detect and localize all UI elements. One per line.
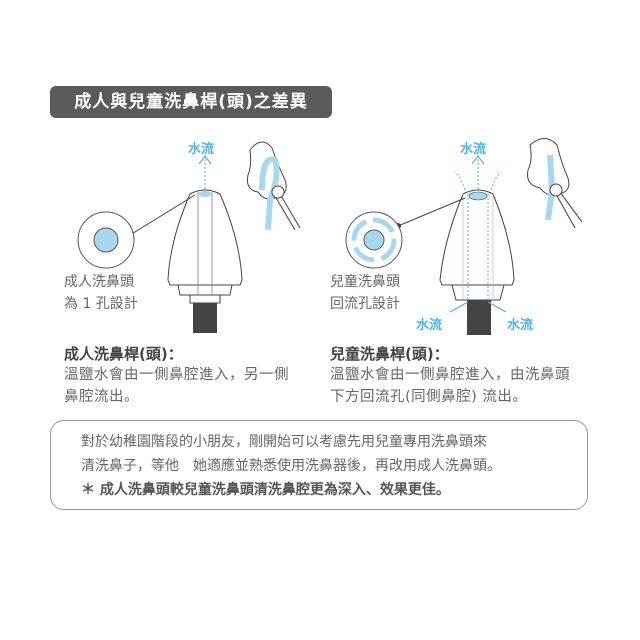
child-description: 兒童洗鼻桿(頭)： 溫鹽水會由一側鼻腔進入，由洗鼻頭 下方回流孔(同側鼻腔) 流… xyxy=(330,343,570,408)
note-box: 對於幼稚園階段的小朋友，剛開始可以考慮先用兒童專用洗鼻頭來 清洗鼻子，等他 她適… xyxy=(50,420,588,510)
child-water-flow-top-label: 水流 xyxy=(460,142,487,157)
child-caption: 兒童洗鼻頭 回流孔設計 xyxy=(330,271,400,315)
child-desc-line: 溫鹽水會由一側鼻腔進入，由洗鼻頭 xyxy=(330,367,570,383)
page-title: 成人與兒童洗鼻桿(頭)之差異 xyxy=(50,86,332,118)
child-nozzle-illustration xyxy=(345,138,583,335)
adult-description: 成人洗鼻桿(頭)： 溫鹽水會由一側鼻腔進入，另一側 鼻腔流出。 xyxy=(64,343,289,408)
adult-nozzle-illustration xyxy=(77,141,301,333)
note-highlight: ＊ 成人洗鼻頭較兒童洗鼻頭清洗鼻腔更為深入、效果更佳。 xyxy=(81,482,450,498)
child-heading: 兒童洗鼻桿(頭)： xyxy=(330,345,449,363)
adult-desc-line: 溫鹽水會由一側鼻腔進入，另一側 xyxy=(64,367,289,383)
note-line: 對於幼稚園階段的小朋友，剛開始可以考慮先用兒童專用洗鼻頭來 xyxy=(81,434,487,450)
child-desc-line: 下方回流孔(同側鼻腔) 流出。 xyxy=(330,389,528,405)
adult-caption-line: 為 1 孔設計 xyxy=(64,296,138,312)
child-caption-line: 兒童洗鼻頭 xyxy=(330,274,400,290)
child-water-flow-left-label: 水流 xyxy=(416,318,443,333)
nose-icon xyxy=(527,138,583,229)
adult-heading: 成人洗鼻桿(頭)： xyxy=(64,345,183,363)
adult-water-flow-label: 水流 xyxy=(188,142,215,157)
adult-caption: 成人洗鼻頭 為 1 孔設計 xyxy=(64,271,138,315)
adult-desc-line: 鼻腔流出。 xyxy=(64,389,139,405)
child-water-flow-right-label: 水流 xyxy=(507,318,534,333)
child-caption-line: 回流孔設計 xyxy=(330,296,400,312)
adult-caption-line: 成人洗鼻頭 xyxy=(64,274,134,290)
nose-icon xyxy=(247,141,301,231)
note-line: 清洗鼻子，等他 她適應並熟悉使用洗鼻器後，再改用成人洗鼻頭。 xyxy=(81,458,501,474)
